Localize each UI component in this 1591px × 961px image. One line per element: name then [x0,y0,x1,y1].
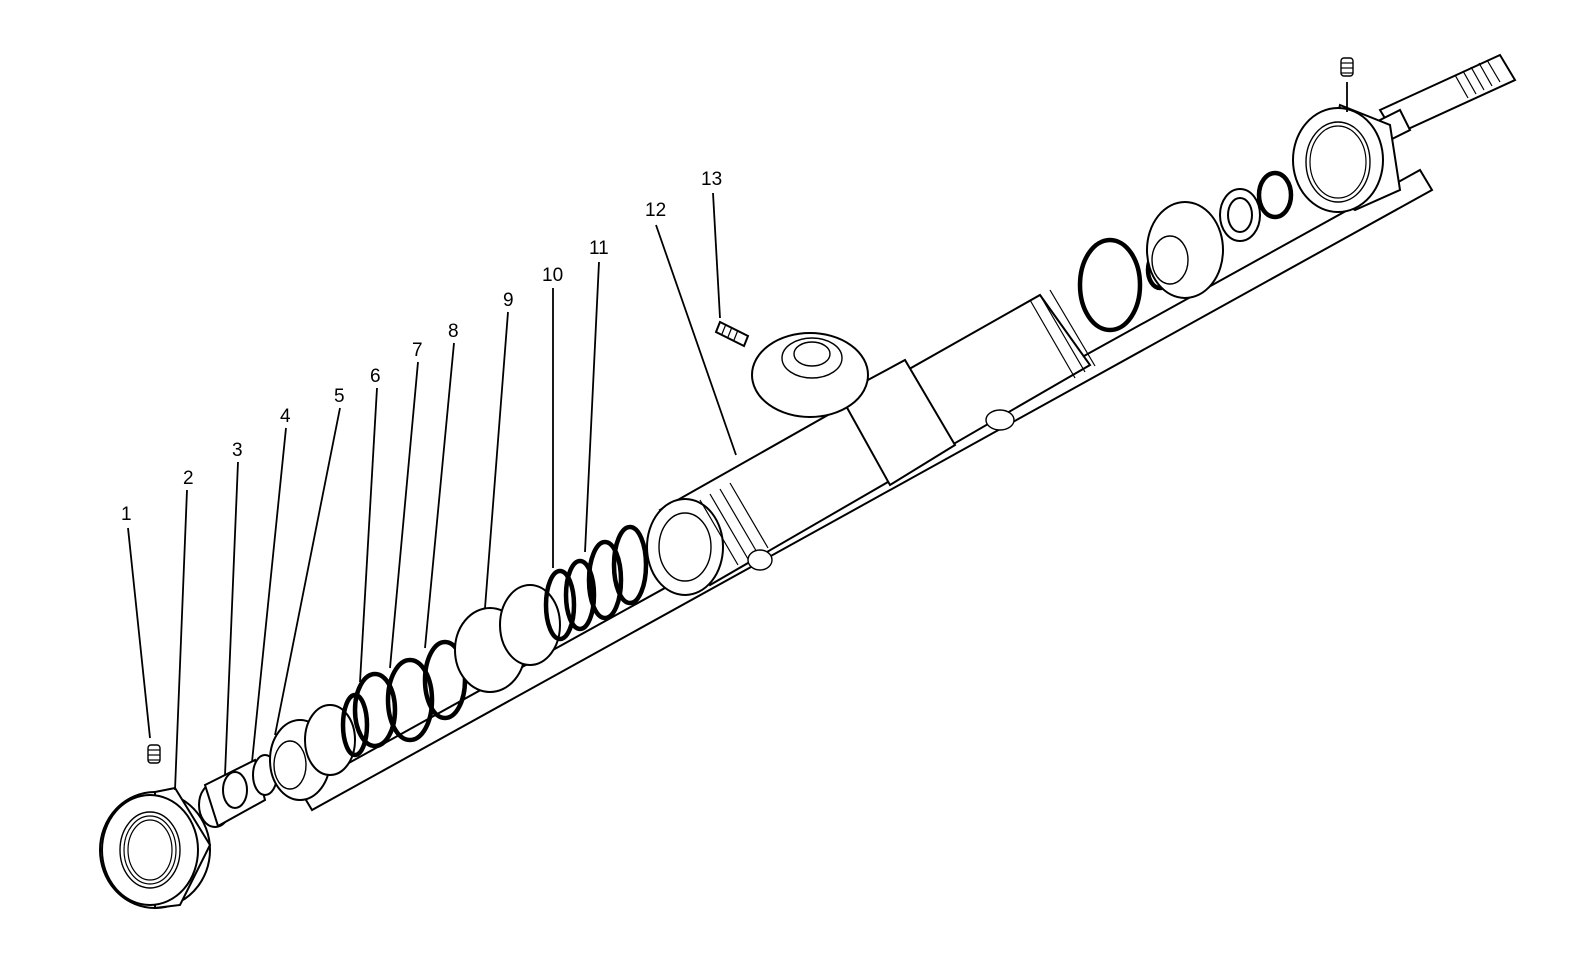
callout-6: 6 [370,366,381,387]
callout-3: 3 [232,440,243,461]
callout-5: 5 [334,386,345,407]
callout-labels: 1 2 3 4 5 6 7 8 9 10 11 12 13 [121,169,722,525]
gear-housing [646,289,1096,596]
left-seals [222,524,649,809]
leader-lines [127,192,737,791]
end-nut-left [99,744,212,910]
callout-7: 7 [412,340,423,361]
callout-9: 9 [503,290,514,311]
callout-11: 11 [589,238,609,259]
right-seals [1077,170,1294,333]
callout-10: 10 [542,265,563,286]
callout-8: 8 [448,321,459,342]
fitting-13 [714,320,750,348]
callout-13: 13 [701,169,722,190]
callout-2: 2 [183,468,194,489]
callout-12: 12 [645,200,666,221]
callout-1: 1 [121,504,132,525]
callout-4: 4 [280,406,291,427]
end-nut-right [1292,57,1402,213]
